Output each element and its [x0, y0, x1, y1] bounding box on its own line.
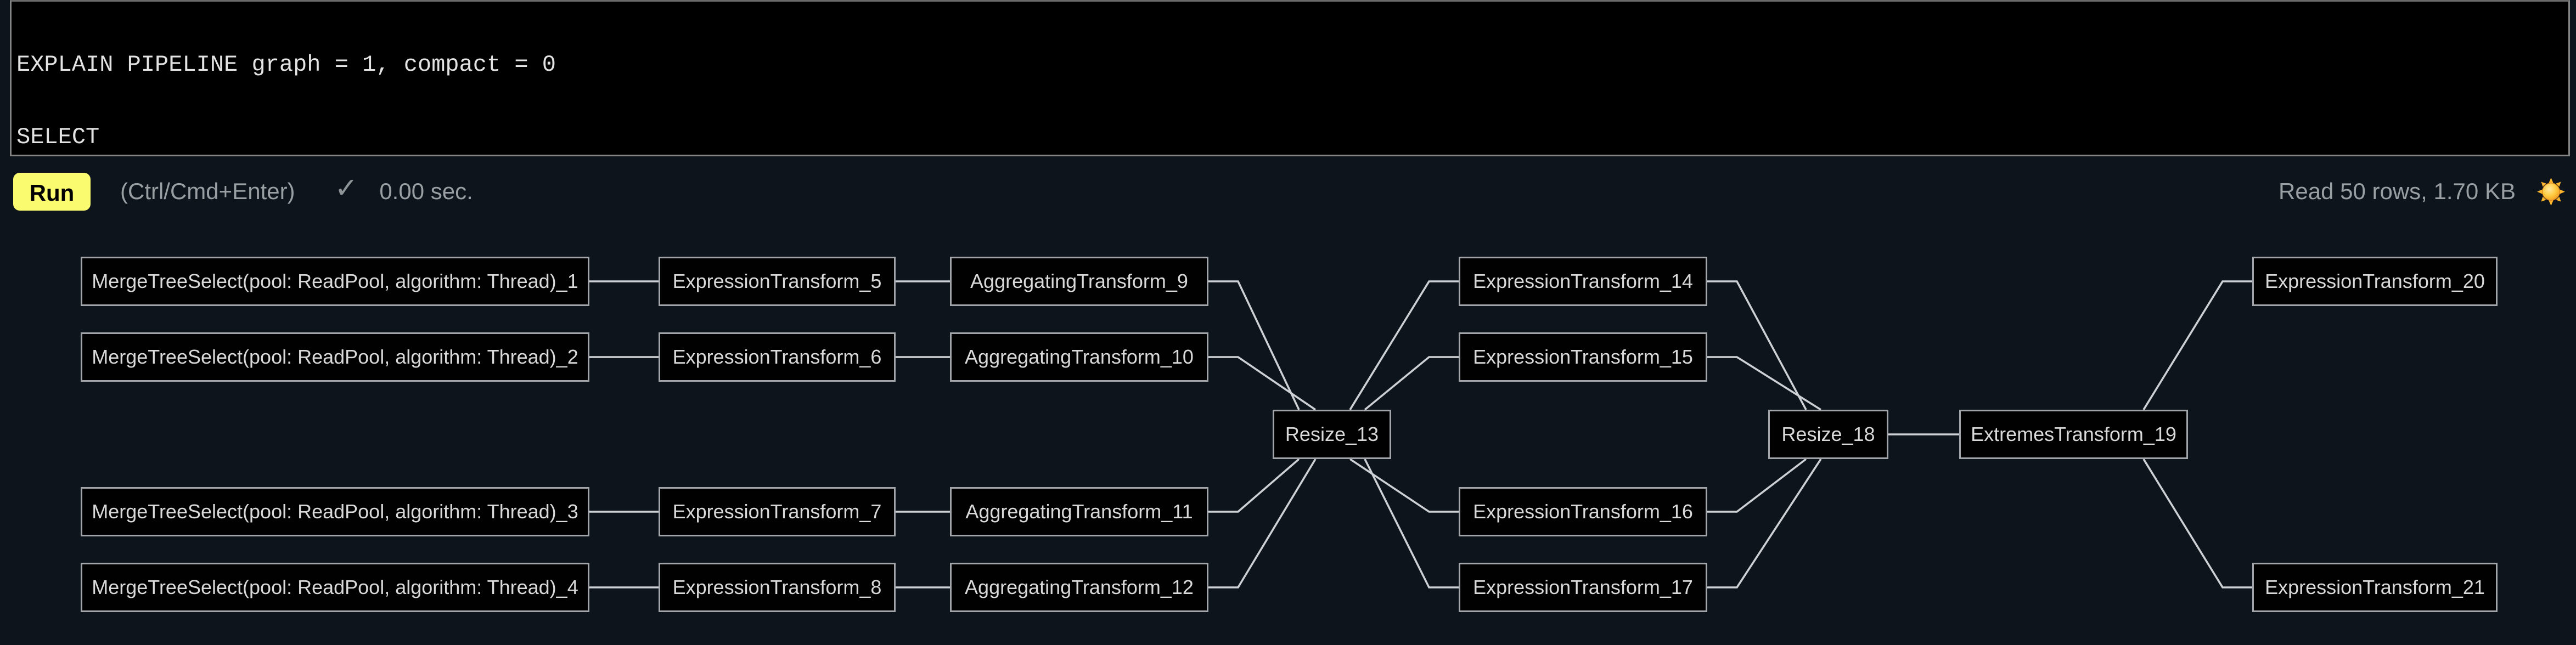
pipeline-node-11: AggregatingTransform_11: [950, 487, 1208, 536]
success-check-icon: ✓: [334, 173, 358, 204]
pipeline-edge: [1349, 458, 1459, 513]
pipeline-node-4: MergeTreeSelect(pool: ReadPool, algorith…: [81, 563, 589, 612]
theme-toggle-sun-icon[interactable]: [2537, 177, 2565, 205]
pipeline-edge: [1364, 459, 1459, 589]
pipeline-edge: [2142, 459, 2252, 589]
query-line: SELECT: [16, 125, 100, 151]
pipeline-edge: [1707, 459, 1822, 589]
pipeline-node-6: ExpressionTransform_6: [659, 332, 896, 382]
pipeline-node-2: MergeTreeSelect(pool: ReadPool, algorith…: [81, 332, 589, 382]
pipeline-node-8: ExpressionTransform_8: [659, 563, 896, 612]
pipeline-edge: [1707, 458, 1807, 513]
pipeline-node-19: ExtremesTransform_19: [1959, 410, 2188, 459]
pipeline-edges: [589, 280, 2252, 589]
pipeline-node-13: Resize_13: [1273, 410, 1391, 459]
pipeline-node-18: Resize_18: [1768, 410, 1888, 459]
pipeline-edge: [1208, 459, 1317, 589]
pipeline-node-3: MergeTreeSelect(pool: ReadPool, algorith…: [81, 487, 589, 536]
pipeline-edge: [1364, 356, 1459, 411]
pipeline-graph: MergeTreeSelect(pool: ReadPool, algorith…: [0, 224, 2576, 645]
pipeline-node-10: AggregatingTransform_10: [950, 332, 1208, 382]
pipeline-edge: [1707, 356, 1821, 411]
pipeline-edge: [1349, 280, 1459, 410]
query-editor[interactable]: EXPLAIN PIPELINE graph = 1, compact = 0 …: [10, 0, 2570, 156]
query-line: EXPLAIN PIPELINE graph = 1, compact = 0: [16, 53, 556, 80]
pipeline-node-9: AggregatingTransform_9: [950, 257, 1208, 306]
pipeline-node-7: ExpressionTransform_7: [659, 487, 896, 536]
pipeline-node-15: ExpressionTransform_15: [1459, 332, 1707, 382]
pipeline-node-21: ExpressionTransform_21: [2252, 563, 2498, 612]
run-button[interactable]: Run: [13, 172, 91, 210]
pipeline-node-16: ExpressionTransform_16: [1459, 487, 1707, 536]
pipeline-node-5: ExpressionTransform_5: [659, 257, 896, 306]
pipeline-node-12: AggregatingTransform_12: [950, 563, 1208, 612]
pipeline-node-14: ExpressionTransform_14: [1459, 257, 1707, 306]
pipeline-edge: [2142, 280, 2252, 410]
pipeline-edge: [1208, 356, 1317, 411]
toolbar: Run (Ctrl/Cmd+Enter) ✓ 0.00 sec. Read 50…: [13, 158, 2565, 224]
pipeline-node-1: MergeTreeSelect(pool: ReadPool, algorith…: [81, 257, 589, 306]
pipeline-edge: [1208, 458, 1300, 513]
pipeline-edge: [1707, 280, 1807, 410]
pipeline-edge: [1208, 280, 1300, 410]
pipeline-node-20: ExpressionTransform_20: [2252, 257, 2498, 306]
read-stats: Read 50 rows, 1.70 KB: [2279, 178, 2516, 204]
shortcut-hint: (Ctrl/Cmd+Enter): [120, 178, 295, 204]
pipeline-node-17: ExpressionTransform_17: [1459, 563, 1707, 612]
elapsed-time: 0.00 sec.: [379, 178, 473, 204]
